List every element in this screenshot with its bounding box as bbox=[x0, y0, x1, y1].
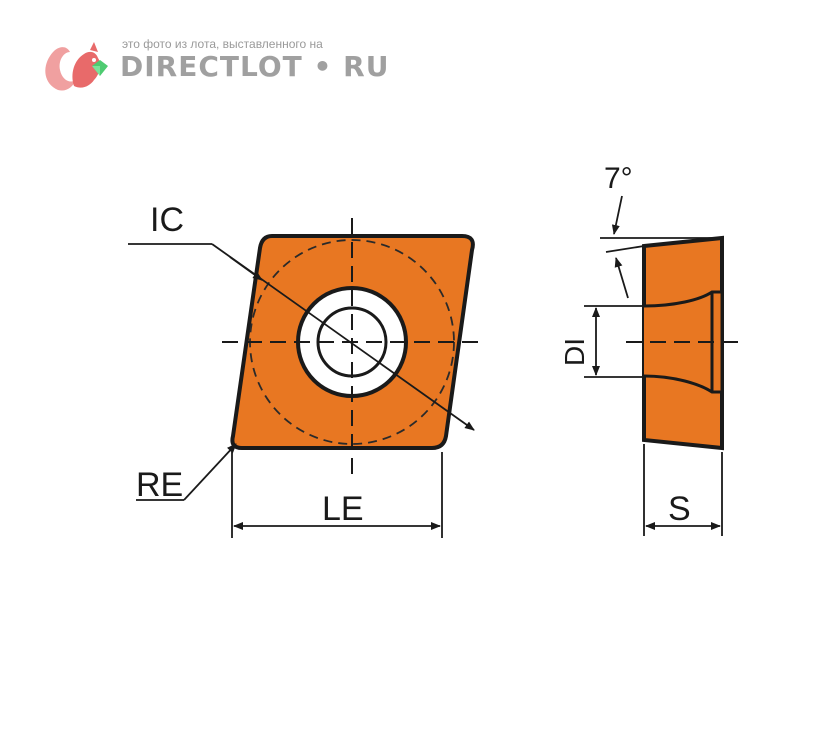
angle-arrow-bottom bbox=[614, 257, 629, 299]
watermark-caption: это фото из лота, выставленного на bbox=[122, 37, 323, 51]
squirrel-logo-icon bbox=[45, 42, 108, 91]
label-re: RE bbox=[136, 466, 183, 504]
label-dl: DI bbox=[559, 338, 590, 366]
angle-relief-line bbox=[605, 245, 645, 253]
label-le: LE bbox=[322, 490, 364, 528]
insert-side-view: DI 7° S bbox=[559, 162, 738, 536]
label-ic: IC bbox=[150, 201, 184, 239]
watermark bbox=[40, 34, 360, 96]
ic-arrow-top bbox=[229, 256, 263, 281]
insert-front-view: IC RE LE bbox=[128, 201, 482, 538]
label-s: S bbox=[668, 490, 691, 528]
label-angle: 7° bbox=[604, 162, 633, 195]
angle-arrow-top bbox=[611, 195, 623, 235]
re-leader-diag bbox=[183, 443, 237, 501]
watermark-brand: DIRECTLOT • RU bbox=[120, 50, 390, 83]
